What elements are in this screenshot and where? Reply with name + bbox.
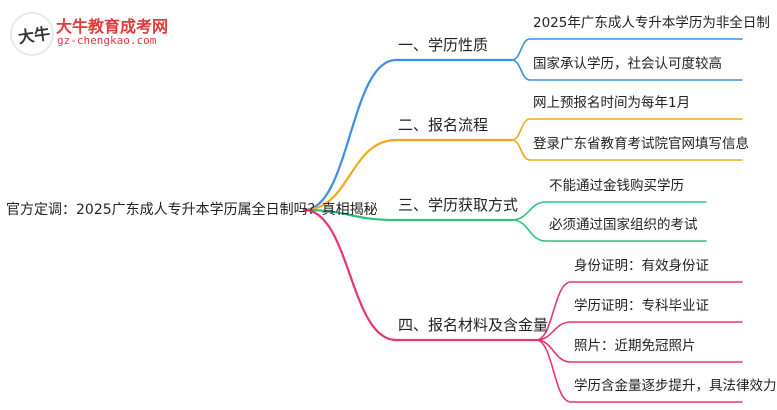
branch-2-leaf-2-link xyxy=(511,139,743,161)
branch-label-4: 四、报名材料及含金量 xyxy=(398,316,549,334)
branch-4-leaf-1-link xyxy=(535,281,743,341)
leaf-4-1: 身份证明：有效身份证 xyxy=(574,258,709,274)
leaf-2-2: 登录广东省教育考试院官网填写信息 xyxy=(533,136,749,152)
mind-map-connectors xyxy=(302,38,743,403)
leaf-1-2: 国家承认学历，社会认可度较高 xyxy=(533,56,722,72)
watermark-logo: 大牛 大牛教育成考网 gz-chengkao.com xyxy=(10,12,180,56)
branch-3-leaf-2-link xyxy=(511,219,707,242)
leaf-3-1: 不能通过金钱购买学历 xyxy=(549,178,684,194)
branch-4-leaf-4-link xyxy=(535,339,743,403)
logo-site-url: gz-chengkao.com xyxy=(57,34,157,47)
branch-1-leaf-2-link xyxy=(511,59,743,81)
mind-map: 大牛 大牛教育成考网 gz-chengkao.com 官方定调：2025广东成人… xyxy=(6,12,777,403)
leaf-2-1: 网上预报名时间为每年1月 xyxy=(533,95,691,111)
leaf-1-1: 2025年广东成人专升本学历为非全日制 xyxy=(533,15,770,31)
branch-label-2: 二、报名流程 xyxy=(398,116,489,134)
branch-1-leaf-1-link xyxy=(511,38,743,61)
root-topic: 官方定调：2025广东成人专升本学历属全日制吗？真相揭秘 xyxy=(6,202,378,218)
leaf-4-2: 学历证明：专科毕业证 xyxy=(574,298,709,314)
leaf-4-3: 照片：近期免冠照片 xyxy=(574,338,696,354)
root-to-branch-2-link xyxy=(302,138,514,212)
leaf-3-2: 必须通过国家组织的考试 xyxy=(549,217,698,233)
branch-3-leaf-1-link xyxy=(511,201,707,221)
branch-label-1: 一、学历性质 xyxy=(398,36,489,54)
leaf-4-4: 学历含金量逐步提升，具法律效力 xyxy=(574,378,777,394)
branch-4-leaf-2-link xyxy=(535,321,743,341)
root-to-branch-1-link xyxy=(302,58,514,212)
branch-label-3: 三、学历获取方式 xyxy=(398,196,519,214)
root-to-branch-4-link xyxy=(302,208,538,342)
logo-site-name: 大牛教育成考网 xyxy=(56,17,169,36)
branch-4-leaf-3-link xyxy=(535,339,743,363)
logo-badge: 大牛 xyxy=(10,12,54,56)
root-to-branch-3-link xyxy=(302,208,514,222)
logo-badge-text: 大牛 xyxy=(17,23,52,48)
branch-2-leaf-1-link xyxy=(511,118,743,141)
